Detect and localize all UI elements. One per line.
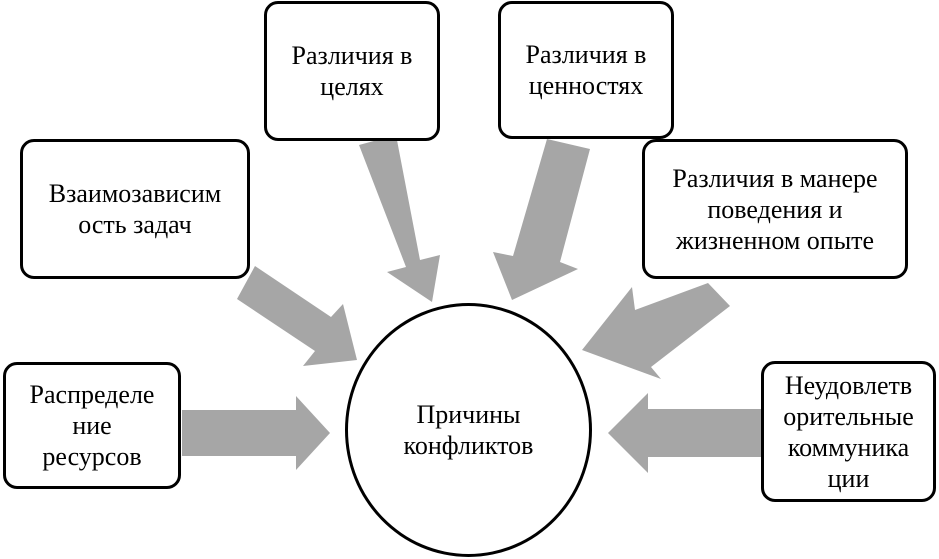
box-label: Различия в целях bbox=[291, 41, 413, 101]
arrow-values bbox=[493, 139, 590, 300]
box-goal-differences: Различия в целях bbox=[264, 1, 440, 141]
center-circle-causes-of-conflicts: Причины конфликтов bbox=[345, 303, 592, 557]
arrow-communication bbox=[608, 393, 762, 473]
box-behavior-experience-differences: Различия в манере поведения и жизненном … bbox=[642, 139, 908, 279]
arrow-behavior bbox=[582, 283, 730, 379]
box-task-interdependence: Взаимозависим ость задач bbox=[20, 139, 250, 279]
arrow-goals bbox=[359, 135, 440, 302]
box-label: Неудовлетв орительные коммуника ции bbox=[783, 370, 914, 493]
box-poor-communication: Неудовлетв орительные коммуника ции bbox=[761, 361, 936, 502]
center-label: Причины конфликтов bbox=[403, 400, 534, 460]
box-label: Распределе ние ресурсов bbox=[29, 380, 155, 471]
box-value-differences: Различия в ценностях bbox=[498, 1, 674, 139]
box-label: Взаимозависим ость задач bbox=[48, 179, 222, 239]
box-resource-distribution: Распределе ние ресурсов bbox=[3, 362, 181, 489]
arrow-interdependence bbox=[237, 266, 357, 366]
arrow-resources bbox=[182, 396, 330, 470]
box-label: Различия в манере поведения и жизненном … bbox=[672, 163, 878, 255]
box-label: Различия в ценностях bbox=[525, 40, 647, 100]
